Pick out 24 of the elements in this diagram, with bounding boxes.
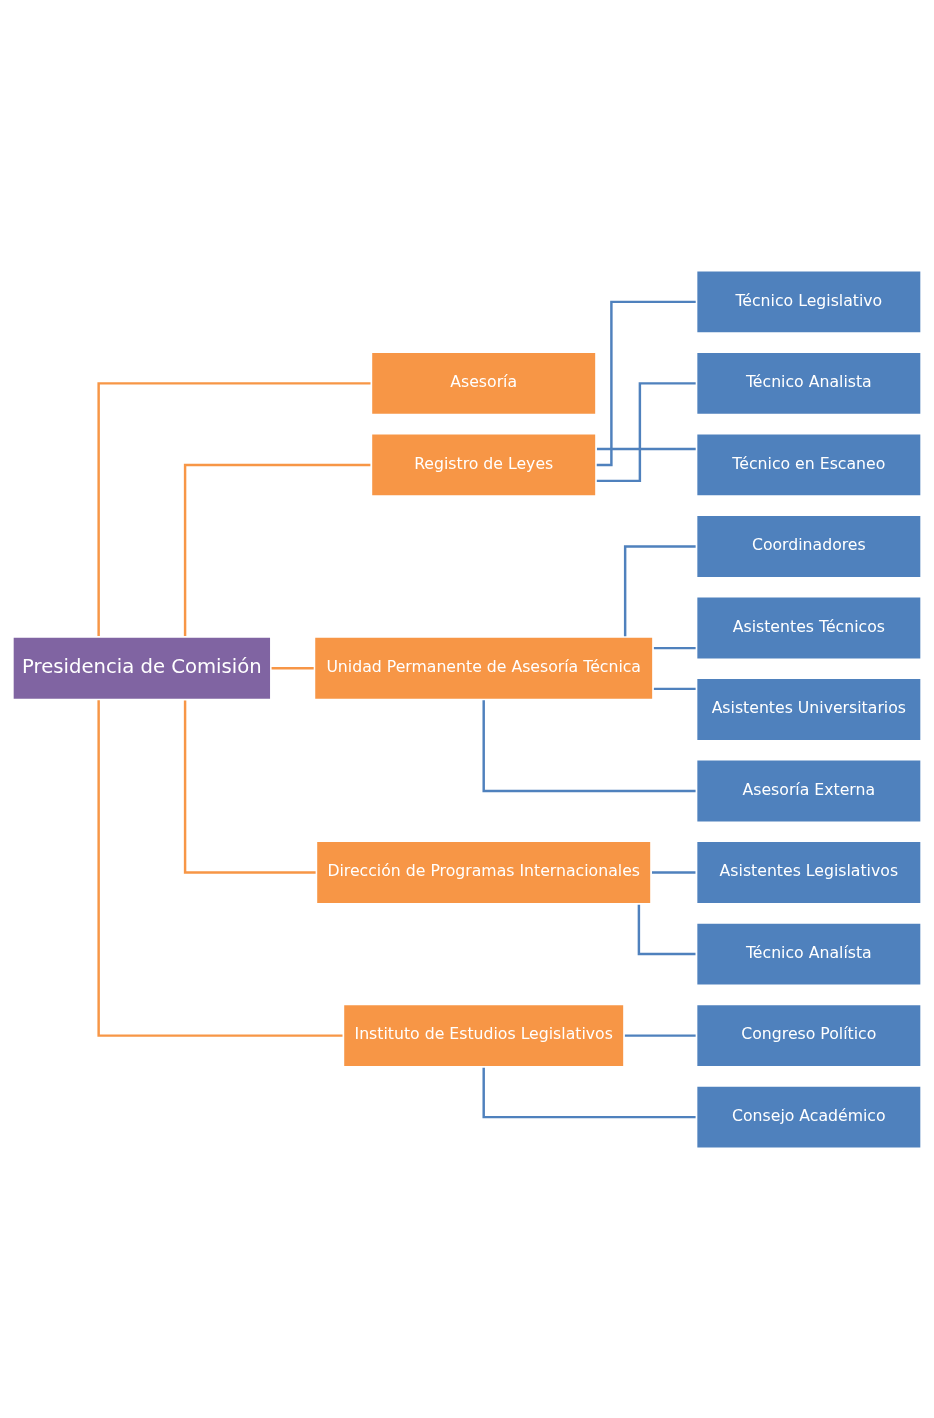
connector [652, 870, 696, 874]
connector [624, 1033, 696, 1037]
connector [596, 300, 696, 466]
connector [623, 544, 696, 636]
node-box: Unidad Permanente de Asesoría Técnica [312, 634, 656, 702]
connector [482, 699, 696, 792]
node-box: Asesoría Externa [694, 757, 924, 824]
node-box: Técnico en Escaneo [694, 431, 924, 498]
node-box: Consejo Académico [694, 1083, 924, 1151]
node-box: Técnico Analísta [694, 920, 924, 987]
connector [596, 381, 696, 482]
connector [271, 666, 314, 669]
node-box: Registro de Leyes [369, 431, 599, 498]
connector [653, 646, 696, 649]
connector [183, 700, 316, 874]
connector [653, 687, 696, 690]
node-box: Asistentes Técnicos [694, 594, 924, 661]
connector [97, 699, 343, 1037]
connector [97, 381, 371, 636]
connector [183, 463, 371, 636]
connector [482, 1067, 696, 1118]
connector [596, 447, 696, 450]
node-box: Presidencia de Comisión [10, 634, 273, 702]
connector [637, 904, 696, 955]
